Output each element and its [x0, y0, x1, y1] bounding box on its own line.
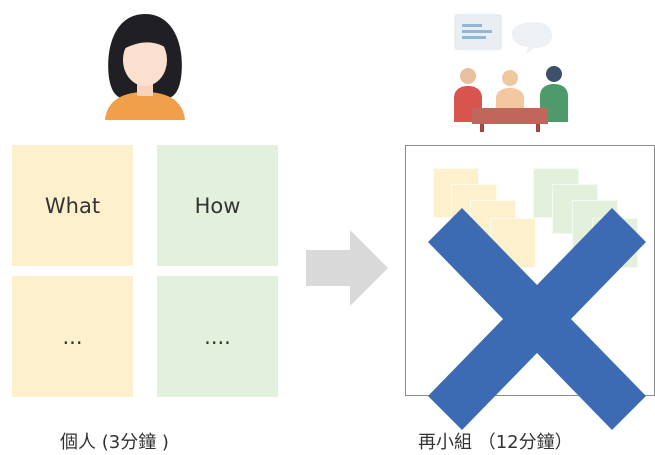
note-ellipsis-2: .... [157, 276, 278, 397]
individual-caption: 個人 (3分鐘 ) [60, 432, 169, 453]
cross-icon [428, 208, 646, 430]
arrow-right-icon [306, 230, 388, 306]
note-how: How [157, 145, 278, 266]
person-icon [105, 14, 185, 120]
group-caption: 再小組 （12分鐘） [418, 432, 573, 453]
note-ellipsis-1: ... [12, 276, 133, 397]
group-meeting-icon [454, 14, 568, 132]
note-what: What [12, 145, 133, 266]
